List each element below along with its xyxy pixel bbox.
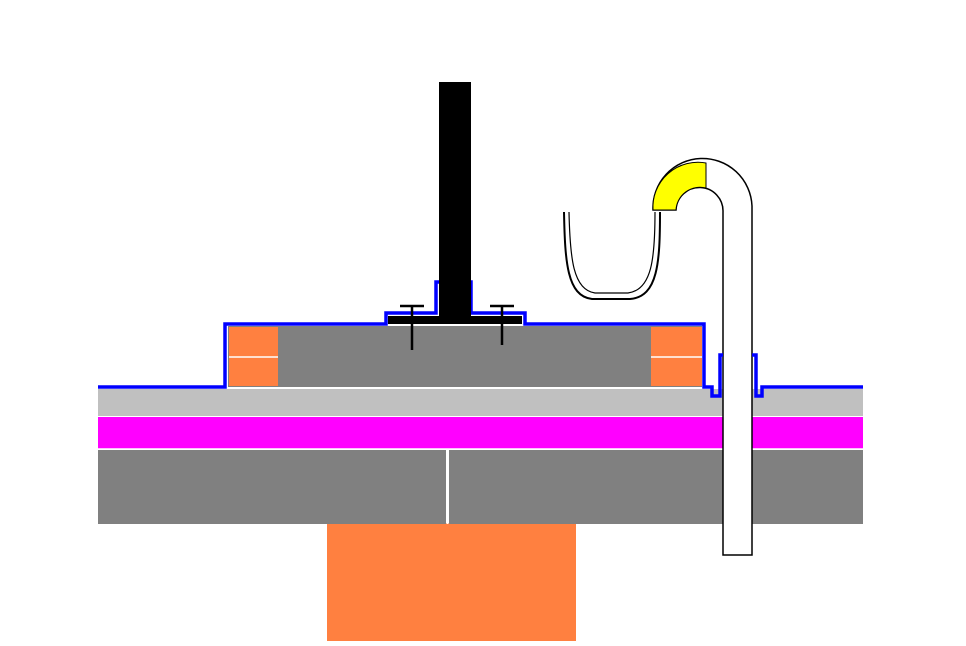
hose xyxy=(563,211,661,300)
pipe-cap xyxy=(652,161,707,211)
post xyxy=(439,82,471,318)
base-plate xyxy=(388,316,522,324)
concrete-pad xyxy=(228,326,702,387)
concrete-slab-left xyxy=(98,450,446,524)
fastener-right xyxy=(490,304,514,345)
fastener-left xyxy=(400,304,424,350)
membrane-right xyxy=(752,353,863,398)
membrane xyxy=(98,280,723,398)
hose-inner xyxy=(568,211,656,294)
concrete-slab-right xyxy=(449,450,863,524)
support-block xyxy=(327,523,576,641)
